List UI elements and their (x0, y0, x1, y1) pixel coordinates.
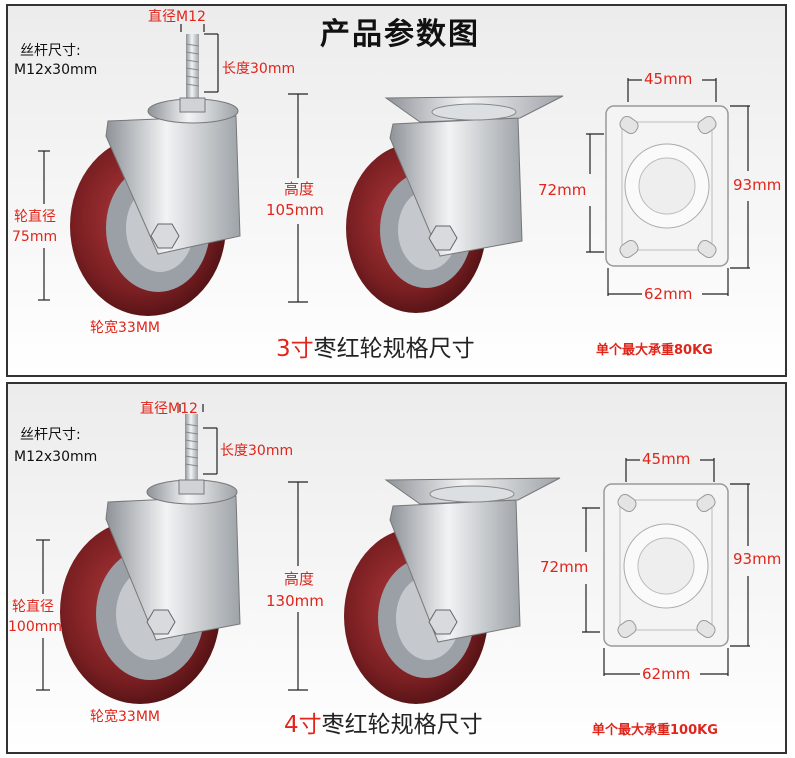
thread-diameter-label: 直径M12 (148, 9, 206, 25)
size-number: 4寸 (284, 712, 322, 738)
screw-size-label: 丝杆尺寸: (20, 43, 81, 59)
height-label: 高度 (284, 570, 315, 588)
mounting-plate-diagram (605, 105, 729, 267)
screw-size-label: 丝杆尺寸: (20, 427, 81, 443)
plate-top-dimension: 45mm (642, 450, 691, 468)
plate-right-dimension: 93mm (733, 176, 782, 194)
wheel-diameter-value: 75mm (12, 229, 58, 245)
dimension-lines (38, 24, 750, 303)
wheel-diameter-value: 100mm (8, 619, 62, 635)
spec-text: 枣红轮规格尺寸 (313, 336, 475, 362)
page-title: 产品参数图 (320, 17, 480, 52)
size-number: 3寸 (276, 336, 314, 362)
thread-diameter-label: 直径M12 (140, 401, 198, 417)
plate-bottom-dimension: 62mm (642, 665, 691, 683)
plate-top-dimension: 45mm (644, 70, 693, 88)
plate-bottom-dimension: 62mm (644, 285, 693, 303)
height-value: 105mm (266, 201, 324, 219)
stem-caster-image (60, 414, 241, 704)
caster-illustration (38, 24, 750, 316)
axle-bolt-shape (150, 223, 180, 249)
wheel-width-label: 轮宽33MM (90, 320, 160, 336)
height-label: 高度 (284, 180, 315, 198)
plate-left-dimension: 72mm (540, 558, 589, 576)
dimension-lines (36, 404, 750, 691)
wheel-width-label: 轮宽33MM (90, 709, 160, 725)
spec-text: 枣红轮规格尺寸 (321, 712, 483, 738)
mounting-plate-diagram (603, 483, 729, 647)
thread-length-label: 长度30mm (222, 61, 296, 77)
plate-right-dimension: 93mm (733, 550, 782, 568)
plate-caster-image (344, 477, 561, 704)
wheel-diameter-label: 轮直径 (12, 599, 54, 615)
screw-size-value: M12x30mm (14, 449, 98, 465)
spec-panel-4inch: 丝杆尺寸: M12x30mm 直径M12 长度30mm 轮直径 100mm 高度… (6, 382, 787, 754)
screw-size-value: M12x30mm (14, 62, 98, 78)
plate-left-dimension: 72mm (538, 181, 587, 199)
spec-title: 3寸枣红轮规格尺寸 (276, 338, 475, 361)
stem-caster-image (70, 34, 241, 316)
max-load-label: 单个最大承重80KG (596, 343, 713, 358)
caster-illustration (36, 404, 750, 704)
spec-title: 4寸枣红轮规格尺寸 (284, 714, 483, 737)
height-value: 130mm (266, 592, 324, 610)
plate-caster-image (346, 95, 564, 313)
thread-length-label: 长度30mm (220, 443, 294, 459)
wheel-diameter-label: 轮直径 (14, 209, 56, 225)
max-load-label: 单个最大承重100KG (592, 723, 718, 738)
spec-panel-3inch: 产品参数图 丝杆尺寸: M12x30mm 直径M12 长度30mm 轮直径 75… (6, 4, 787, 377)
